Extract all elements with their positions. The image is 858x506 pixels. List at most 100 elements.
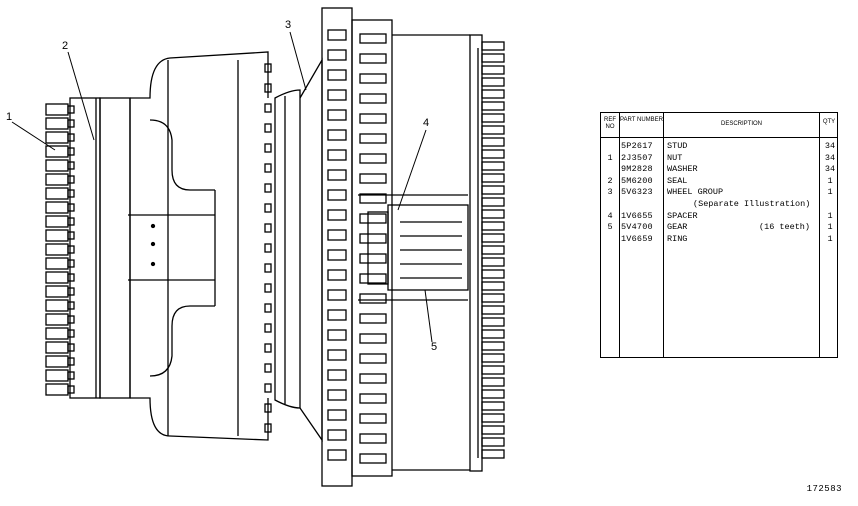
hub-bolt xyxy=(359,173,387,184)
washer xyxy=(67,385,75,394)
nut xyxy=(45,271,69,284)
table-row: 4 1V6655 SPACER 1 xyxy=(601,211,837,222)
qty-cell: 1 xyxy=(827,222,833,233)
washer xyxy=(67,105,75,114)
description-cell: (Separate Illustration) xyxy=(693,199,811,209)
bolt-head xyxy=(264,163,272,173)
hub-bolt xyxy=(359,373,387,384)
part-number-cell: 1V6655 xyxy=(621,210,653,221)
wheel-tooth xyxy=(327,329,347,341)
wheel-teeth xyxy=(327,29,387,464)
bolt-head xyxy=(264,183,272,193)
callout-2: 2 xyxy=(62,40,69,52)
hub-bolt xyxy=(359,353,387,364)
wheel-tooth xyxy=(327,29,347,41)
outer-tooth xyxy=(481,137,505,147)
outer-tooth xyxy=(481,389,505,399)
hub-bolt xyxy=(359,113,387,124)
nut xyxy=(45,341,69,354)
wheel-tooth xyxy=(327,349,347,361)
washer xyxy=(67,161,75,170)
hub-bolt xyxy=(359,453,387,464)
outer-tooth xyxy=(481,353,505,363)
wheel-tooth xyxy=(327,389,347,401)
outer-tooth xyxy=(481,437,505,447)
nut xyxy=(45,201,69,214)
wheel-tooth xyxy=(327,289,347,301)
description-cell: RING xyxy=(667,233,688,244)
hub-housing xyxy=(128,51,269,441)
bolt-head xyxy=(264,303,272,313)
outer-tooth xyxy=(481,281,505,291)
nut xyxy=(45,313,69,326)
nut xyxy=(45,173,69,186)
ref-cell: 4 xyxy=(607,210,613,221)
wheel-tooth xyxy=(327,249,347,261)
washer xyxy=(67,147,75,156)
nut xyxy=(45,257,69,270)
part-number-cell: 2J3507 xyxy=(621,152,653,163)
bolt-head xyxy=(264,283,272,293)
header-ref-no: REF NO xyxy=(604,117,616,130)
hub-bolt xyxy=(359,33,387,44)
nut xyxy=(45,159,69,172)
description-cell: WHEEL GROUP xyxy=(667,187,724,198)
outer-tooth xyxy=(481,89,505,99)
wheel-tooth xyxy=(327,309,347,321)
washer xyxy=(67,287,75,296)
outer-tooth xyxy=(481,161,505,171)
ref-cell: 3 xyxy=(607,187,613,198)
hub-bolt xyxy=(359,193,387,204)
outer-tooth xyxy=(481,149,505,159)
part-number-cell: 1V6659 xyxy=(621,233,653,244)
description-cell: SPACER xyxy=(667,210,698,221)
wheel-tooth xyxy=(327,369,347,381)
bolt-head xyxy=(264,383,272,393)
nut xyxy=(45,383,69,396)
outer-tooth xyxy=(481,101,505,111)
hub-bolt xyxy=(359,313,387,324)
callout-leaders xyxy=(11,31,433,343)
bolt-head xyxy=(264,403,272,413)
wheel-tooth xyxy=(327,409,347,421)
ref-cell: 2 xyxy=(607,175,613,186)
outer-tooth xyxy=(481,41,505,51)
nut xyxy=(45,103,69,116)
parts-table: REF NO PART NUMBER DESCRIPTION QTY 5P261… xyxy=(600,112,838,358)
bolt-head xyxy=(264,123,272,133)
wheel-tooth xyxy=(327,269,347,281)
outer-tooth xyxy=(481,413,505,423)
outer-tooth xyxy=(481,377,505,387)
ref-cell: 5 xyxy=(607,222,613,233)
table-row: (Separate Illustration) xyxy=(601,199,837,210)
outer-tooth xyxy=(481,221,505,231)
qty-cell: 1 xyxy=(827,187,833,198)
washer xyxy=(67,231,75,240)
part-number-cell: 5P2617 xyxy=(621,141,653,151)
part-number-cell: 5M6200 xyxy=(621,175,653,186)
outer-tooth xyxy=(481,125,505,135)
header-part-number: PART NUMBER xyxy=(620,117,664,123)
washer xyxy=(67,273,75,282)
nut xyxy=(45,299,69,312)
description-cell: STUD xyxy=(667,141,688,151)
qty-cell: 1 xyxy=(827,175,833,186)
header-qty: QTY xyxy=(822,119,836,125)
header-description: DESCRIPTION xyxy=(720,121,762,127)
callout-3: 3 xyxy=(285,19,292,31)
outer-tooth xyxy=(481,293,505,303)
nut xyxy=(45,355,69,368)
hub-bolt xyxy=(359,253,387,264)
wheel-tooth xyxy=(327,49,347,61)
outer-tooth xyxy=(481,77,505,87)
description-cell: SEAL xyxy=(667,175,688,186)
callout-1: 1 xyxy=(6,111,13,123)
hub-bolt xyxy=(359,153,387,164)
nut xyxy=(45,145,69,158)
qty-cell: 1 xyxy=(827,210,833,221)
outer-tooth xyxy=(481,305,505,315)
outer-tooth xyxy=(481,65,505,75)
